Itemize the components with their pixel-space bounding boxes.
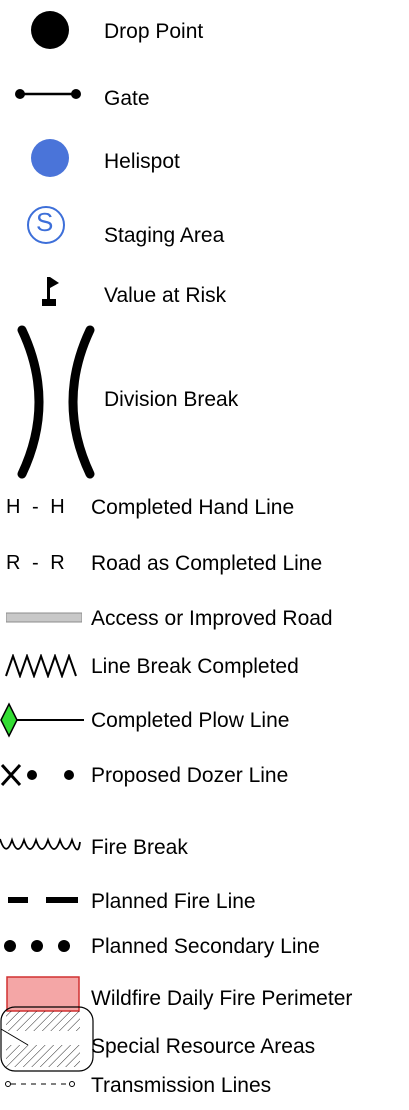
legend-label: Helispot: [104, 150, 180, 173]
r-dash-r-icon: R - R: [6, 552, 65, 574]
legend-label: Completed Hand Line: [91, 496, 295, 519]
double-line-icon: [6, 612, 82, 623]
legend-label: Wildfire Daily Fire Perimeter: [91, 987, 353, 1010]
legend-label: Value at Risk: [104, 284, 227, 307]
legend-label: Completed Plow Line: [91, 709, 290, 732]
hatched-area-icon: [0, 1006, 94, 1072]
legend-label: Fire Break: [91, 836, 188, 859]
legend-label: Special Resource Areas: [91, 1035, 316, 1058]
h-dash-h-icon: H - H: [6, 496, 65, 518]
red-rect-icon: [6, 976, 80, 1012]
legend-label: Gate: [104, 87, 150, 110]
legend-label: Line Break Completed: [91, 655, 299, 678]
parentheses-icon: [17, 325, 95, 479]
zigzag-icon: [5, 654, 77, 678]
dash-line-icon: [8, 897, 78, 903]
black-dot-icon: [31, 11, 69, 49]
staging-symbol-letter: S: [36, 207, 54, 237]
gate-line-icon: [15, 89, 81, 99]
legend-label: Staging Area: [104, 224, 225, 247]
green-diamond-line-icon: [0, 702, 84, 738]
legend-label: Planned Secondary Line: [91, 935, 320, 958]
legend-label: Division Break: [104, 388, 239, 411]
legend-label: Access or Improved Road: [91, 607, 333, 630]
legend-label: Drop Point: [104, 20, 204, 43]
circled-s-icon: [27, 206, 65, 244]
legend-label: Planned Fire Line: [91, 890, 256, 913]
dotted-line-icon: [4, 940, 70, 952]
legend-label: Proposed Dozer Line: [91, 764, 289, 787]
scallop-line-icon: [0, 837, 81, 851]
legend-label: Road as Completed Line: [91, 552, 323, 575]
blue-dot-icon: [31, 139, 69, 177]
flag-icon: [42, 277, 59, 306]
transmission-line-icon: [5, 1081, 75, 1087]
x-dot-icon: [0, 763, 74, 787]
legend-label: Transmission Lines: [91, 1074, 272, 1097]
